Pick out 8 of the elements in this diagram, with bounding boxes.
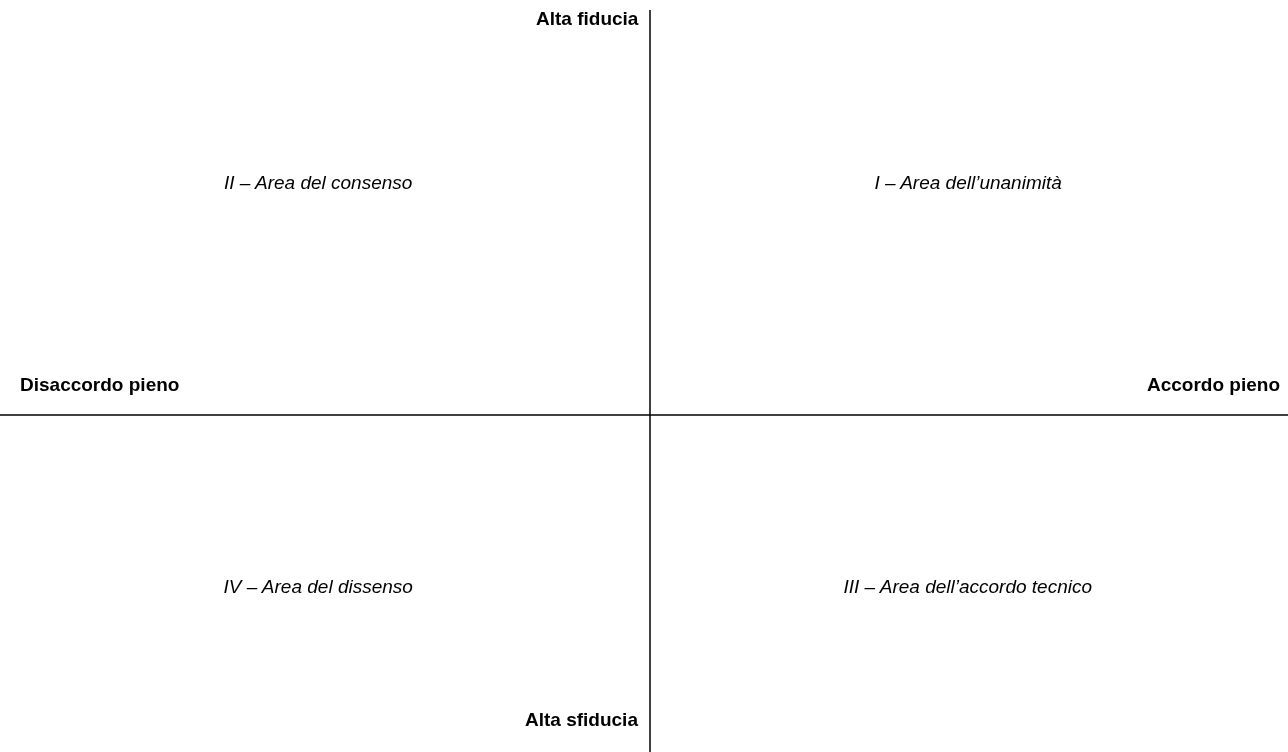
- axis-label: Disaccordo pieno: [20, 374, 180, 397]
- axis-label: Alta fiducia: [536, 8, 639, 31]
- quadrant-label: II – Area del consenso: [224, 172, 413, 195]
- axis-label: Accordo pieno: [1147, 374, 1280, 397]
- quadrant-label: III – Area dell’accordo tecnico: [843, 576, 1093, 599]
- quadrant-label: I – Area dell’unanimità: [874, 172, 1062, 195]
- axis-label: Alta sfiducia: [525, 709, 638, 732]
- quadrant-label: IV – Area del dissenso: [223, 576, 413, 599]
